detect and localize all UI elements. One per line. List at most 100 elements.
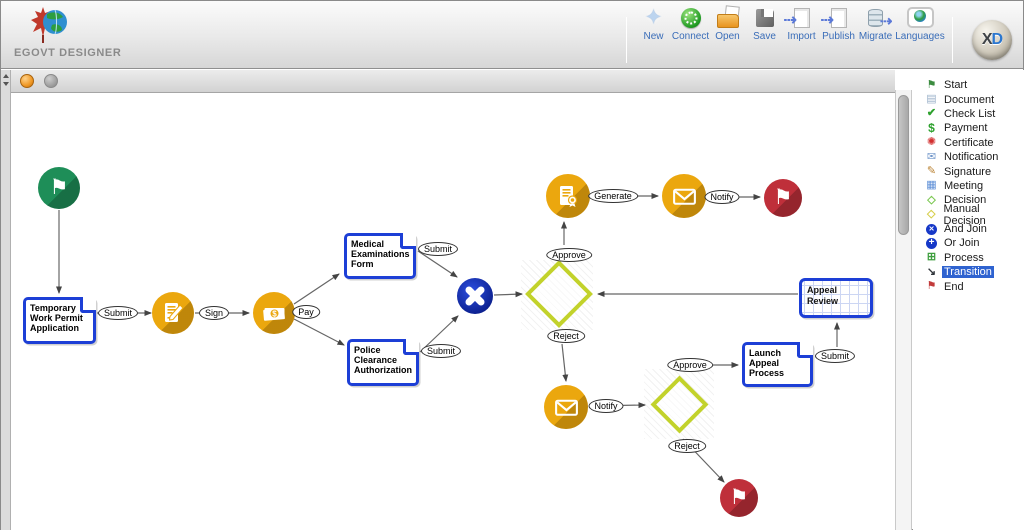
palette-label: Process [944, 251, 984, 264]
palette-item-payment[interactable]: Payment [925, 121, 1024, 135]
palette-item-notification[interactable]: Notification [925, 150, 1024, 164]
migrate-button[interactable]: Migrate [857, 6, 894, 42]
save-floppy-icon [751, 6, 779, 30]
end-flag-icon [730, 487, 749, 509]
import-icon [784, 6, 816, 30]
transition-icon [925, 266, 938, 278]
and-join-node[interactable] [457, 278, 493, 314]
and-join-x-icon [457, 278, 493, 314]
open-folder-icon [714, 6, 742, 30]
transition-label-reject-appeal[interactable]: Reject [668, 439, 706, 453]
transition-label-submit-appeal[interactable]: Submit [814, 349, 856, 363]
palette-label-selected: Transition [942, 266, 994, 279]
transition-label-notify-rejection[interactable]: Notify [588, 399, 624, 413]
twp-application-document[interactable]: Temporary Work Permit Application [23, 297, 96, 344]
end-node-2[interactable] [720, 479, 758, 517]
left-gutter [1, 70, 11, 530]
import-button[interactable]: Import [783, 6, 820, 42]
connect-button[interactable]: Connect [672, 6, 709, 42]
meeting-icon [925, 180, 938, 192]
connect-label: Connect [671, 30, 710, 42]
transition-label-approve-permit[interactable]: Approve [546, 248, 592, 262]
transition-label-approve-appeal[interactable]: Approve [667, 358, 713, 372]
languages-button[interactable]: Languages [894, 6, 946, 42]
certificate-task-node[interactable] [546, 174, 590, 218]
launch-appeal-document[interactable]: Launch Appeal Process [742, 342, 813, 387]
checklist-icon [925, 108, 938, 120]
migrate-label: Migrate [858, 30, 893, 42]
palette-item-end[interactable]: End [925, 279, 1024, 293]
start-node[interactable] [38, 167, 80, 209]
xd-logo: X D [961, 6, 1023, 74]
palette-item-manual-decision[interactable]: Manual Decision [925, 203, 1024, 227]
save-button[interactable]: Save [746, 6, 783, 42]
palette-item-check-list[interactable]: Check List [925, 107, 1024, 121]
xd-letter-x: X [981, 30, 993, 48]
medical-examinations-document[interactable]: Medical Examinations Form [344, 233, 416, 279]
payment-task-node[interactable]: $ [253, 292, 295, 334]
publish-label: Publish [822, 30, 855, 42]
canvas-vertical-scrollbar[interactable] [895, 90, 912, 530]
police-clearance-document[interactable]: Police Clearance Authorization [347, 339, 419, 386]
scroll-down-icon[interactable] [3, 82, 9, 86]
palette-item-process[interactable]: Process [925, 251, 1024, 265]
and-join-icon [926, 223, 937, 235]
languages-label: Languages [895, 30, 945, 42]
transition-label-generate[interactable]: Generate [588, 189, 638, 203]
palette-label: Document [944, 93, 995, 106]
palette-item-certificate[interactable]: Certificate [925, 136, 1024, 150]
palette-label: Manual Decision [943, 202, 986, 227]
palette-item-meeting[interactable]: Meeting [925, 179, 1024, 193]
palette-item-signature[interactable]: Signature [925, 164, 1024, 178]
new-button[interactable]: New [635, 6, 672, 42]
palette-item-decision[interactable]: Decision [925, 193, 1024, 207]
app-title: EGOVT DESIGNER [14, 46, 122, 59]
transition-label-submit-application[interactable]: Submit [97, 306, 139, 320]
signature-task-node[interactable] [152, 292, 194, 334]
transition-label-sign[interactable]: Sign [198, 306, 230, 320]
transition-label-pay[interactable]: Pay [292, 305, 320, 319]
scroll-up-icon[interactable] [3, 74, 9, 78]
transition-label-reject-permit[interactable]: Reject [547, 329, 585, 343]
palette-item-document[interactable]: Document [925, 92, 1024, 106]
payment-icon: $ [263, 308, 285, 321]
start-flag-icon [50, 177, 69, 199]
appeal-review-node[interactable]: Appeal Review [799, 278, 873, 318]
end-node-1[interactable] [764, 179, 802, 217]
end-flag-icon [774, 187, 793, 209]
active-diagram-button[interactable] [20, 74, 34, 88]
end-flag-icon [925, 281, 938, 293]
palette-item-and-join[interactable]: And Join [925, 222, 1024, 236]
inactive-diagram-button[interactable] [44, 74, 58, 88]
open-button[interactable]: Open [709, 6, 746, 42]
palette-label: Or Join [944, 237, 980, 250]
palette-label: Meeting [944, 179, 984, 192]
payment-icon [925, 122, 938, 134]
app-logo-maple-globe-icon [31, 6, 67, 43]
palette-item-transition[interactable]: Transition [925, 265, 1024, 279]
transition-label-notify-approval[interactable]: Notify [704, 190, 740, 204]
certificate-icon [560, 186, 578, 207]
envelope-icon [672, 188, 696, 205]
notification-task-node-2[interactable] [544, 385, 588, 429]
notification-icon [925, 151, 938, 163]
transition-label-submit-medical[interactable]: Submit [417, 242, 459, 256]
envelope-icon [554, 399, 578, 416]
transition-label-submit-police[interactable]: Submit [420, 344, 462, 358]
toolbar-separator [952, 16, 953, 63]
palette-label: Signature [944, 165, 992, 178]
decision-icon [925, 194, 938, 206]
publish-icon [821, 6, 853, 30]
publish-button[interactable]: Publish [820, 6, 857, 42]
workflow-canvas[interactable]: Temporary Work Permit Application Medica… [11, 93, 895, 530]
manual-decision-icon [925, 209, 938, 221]
process-icon [925, 252, 938, 264]
certificate-icon [925, 137, 938, 149]
palette-item-start[interactable]: Start [925, 78, 1024, 92]
palette-item-or-join[interactable]: Or Join [925, 236, 1024, 250]
palette-label: Check List [944, 107, 996, 120]
notification-task-node-1[interactable] [662, 174, 706, 218]
scrollbar-thumb[interactable] [898, 95, 909, 235]
new-label: New [643, 30, 664, 42]
new-icon [640, 6, 668, 30]
